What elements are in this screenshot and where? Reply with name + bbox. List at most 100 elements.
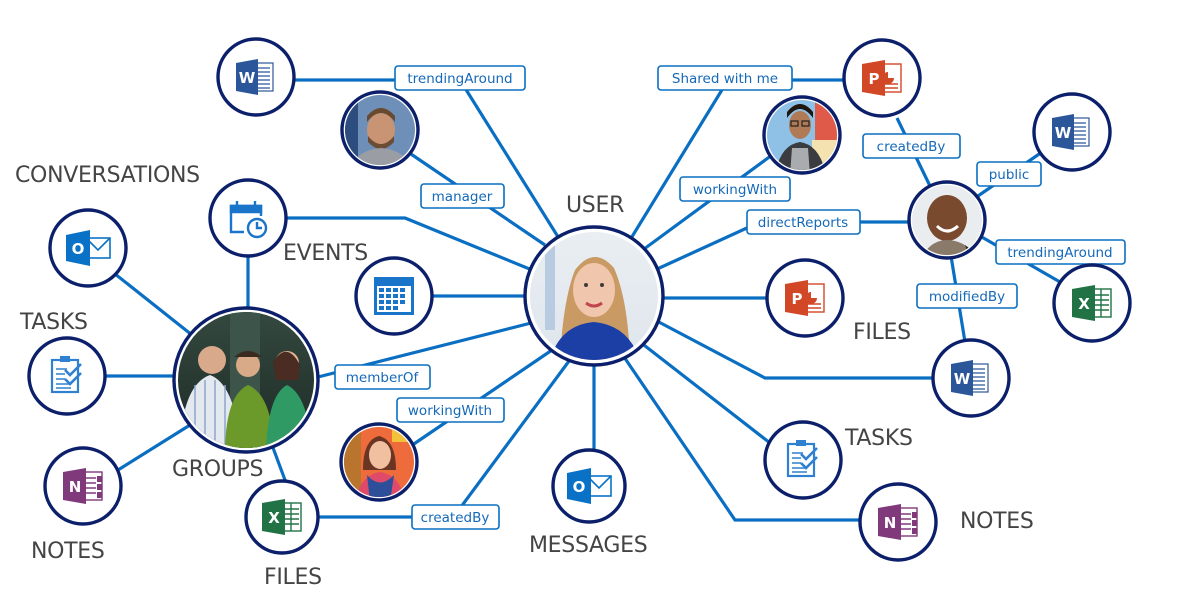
svg-text:memberOf: memberOf <box>346 370 420 386</box>
svg-text:O: O <box>573 478 586 496</box>
svg-text:W: W <box>1055 124 1072 142</box>
edge-label-trendingaround-left[interactable]: trendingAround <box>394 65 526 91</box>
svg-text:trendingAround: trendingAround <box>407 71 512 87</box>
section-label-conversations: CONVERSATIONS <box>15 163 200 188</box>
onenote-right-node[interactable]: N <box>858 482 938 562</box>
excel-files-left-node[interactable]: X <box>244 479 320 555</box>
outlook-messages-node[interactable]: O <box>551 448 627 524</box>
edge-label-modifiedby[interactable]: modifiedBy <box>916 283 1018 309</box>
edge-groups-conversations <box>109 268 193 337</box>
word-files-node[interactable]: W <box>931 338 1011 418</box>
section-label-files-right: FILES <box>853 320 911 345</box>
nodes: W P W <box>27 37 1132 562</box>
svg-text:Shared with me: Shared with me <box>672 71 778 87</box>
user-node[interactable] <box>523 225 665 367</box>
calendar-clock-node[interactable] <box>208 178 288 258</box>
svg-text:workingWith: workingWith <box>693 182 777 198</box>
svg-text:W: W <box>239 69 256 87</box>
tasks-left-node[interactable] <box>27 336 107 416</box>
edge-groups-files <box>270 444 287 481</box>
svg-text:trendingAround: trendingAround <box>1007 245 1112 261</box>
section-label-events: EVENTS <box>283 241 368 266</box>
svg-text:manager: manager <box>432 189 493 205</box>
svg-text:X: X <box>268 509 280 527</box>
edge-user-createdby-left <box>453 356 574 516</box>
edge-label-workingwith-right[interactable]: workingWith <box>679 176 791 202</box>
section-label-tasks-left: TASKS <box>19 310 88 335</box>
tasks-right-node[interactable] <box>763 420 843 500</box>
edge-user-tasks-right <box>639 340 771 445</box>
outlook-icon: O <box>567 468 612 504</box>
calendar-clock-icon <box>229 201 268 239</box>
edge-user-events <box>284 216 533 272</box>
outlook-icon: O <box>66 230 111 266</box>
section-label-notes-right: NOTES <box>960 509 1034 534</box>
svg-text:workingWith: workingWith <box>408 403 492 419</box>
edge-label-directreports[interactable]: directReports <box>746 209 861 235</box>
svg-text:O: O <box>72 240 85 258</box>
edge-groups-notes <box>117 423 191 472</box>
excel-right-node[interactable]: X <box>1052 263 1132 343</box>
powerpoint-top-node[interactable]: P <box>842 38 922 118</box>
edge-label-workingwith-left[interactable]: workingWith <box>396 397 505 423</box>
coworker-right-node[interactable] <box>762 95 842 175</box>
word-right-node[interactable]: W <box>1032 92 1112 172</box>
section-label-tasks-right: TASKS <box>844 426 913 451</box>
word-icon: W <box>236 59 274 95</box>
edge-label-createdby-left[interactable]: createdBy <box>411 504 500 530</box>
edge-label-shared-with-me[interactable]: Shared with me <box>657 65 793 91</box>
svg-text:P: P <box>869 70 880 88</box>
section-labels: USER CONVERSATIONS EVENTS TASKS GROUPS N… <box>15 163 1034 590</box>
svg-text:X: X <box>1078 295 1090 313</box>
svg-text:createdBy: createdBy <box>877 139 946 155</box>
edge-user-workingwith-right <box>639 153 773 254</box>
excel-icon: X <box>1072 285 1112 321</box>
section-label-notes-left: NOTES <box>31 539 105 564</box>
section-label-groups: GROUPS <box>172 457 263 482</box>
groups-photo <box>178 312 314 448</box>
section-label-user: USER <box>566 193 624 218</box>
edge-user-word-files <box>654 318 934 380</box>
edge-label-manager[interactable]: manager <box>420 183 505 209</box>
edge-label-public[interactable]: public <box>976 161 1042 187</box>
tasks-icon <box>786 440 818 478</box>
section-label-messages: MESSAGES <box>529 533 647 558</box>
powerpoint-icon: P <box>785 280 825 316</box>
svg-text:modifiedBy: modifiedBy <box>929 289 1005 305</box>
excel-icon: X <box>262 499 302 535</box>
svg-text:N: N <box>69 478 82 496</box>
svg-text:public: public <box>989 167 1030 183</box>
coworker-right-avatar <box>767 100 837 170</box>
calendar-icon <box>374 277 414 315</box>
onenote-icon: N <box>63 468 103 504</box>
coworker-left-avatar <box>344 427 414 497</box>
edge-labels: trendingAround manager memberOf workingW… <box>334 65 1126 530</box>
direct-report-node[interactable] <box>907 180 987 260</box>
word-top-node[interactable]: W <box>216 37 296 117</box>
edge-label-trendingaround-right[interactable]: trendingAround <box>995 239 1126 265</box>
section-label-files-left: FILES <box>264 565 322 590</box>
outlook-conversations-node[interactable]: O <box>48 208 128 288</box>
edge-user-notes-right <box>620 353 862 522</box>
powerpoint-files-node[interactable]: P <box>765 258 845 338</box>
user-avatar <box>530 232 658 360</box>
svg-text:directReports: directReports <box>758 215 848 231</box>
svg-text:N: N <box>884 514 897 532</box>
edge-label-memberof[interactable]: memberOf <box>334 364 431 390</box>
word-icon: W <box>1052 114 1090 150</box>
tasks-icon <box>50 356 82 394</box>
edge-label-createdby-right[interactable]: createdBy <box>862 133 961 159</box>
calendar-node[interactable] <box>354 256 434 336</box>
direct-report-avatar <box>912 185 982 255</box>
powerpoint-icon: P <box>862 60 902 96</box>
coworker-left-node[interactable] <box>339 422 419 502</box>
svg-text:P: P <box>792 290 803 308</box>
word-icon: W <box>951 360 989 396</box>
onenote-left-node[interactable]: N <box>43 446 123 526</box>
manager-node[interactable] <box>340 90 420 170</box>
svg-text:createdBy: createdBy <box>421 510 490 526</box>
onenote-icon: N <box>878 504 918 540</box>
groups-node[interactable] <box>172 306 320 454</box>
svg-text:W: W <box>954 370 971 388</box>
